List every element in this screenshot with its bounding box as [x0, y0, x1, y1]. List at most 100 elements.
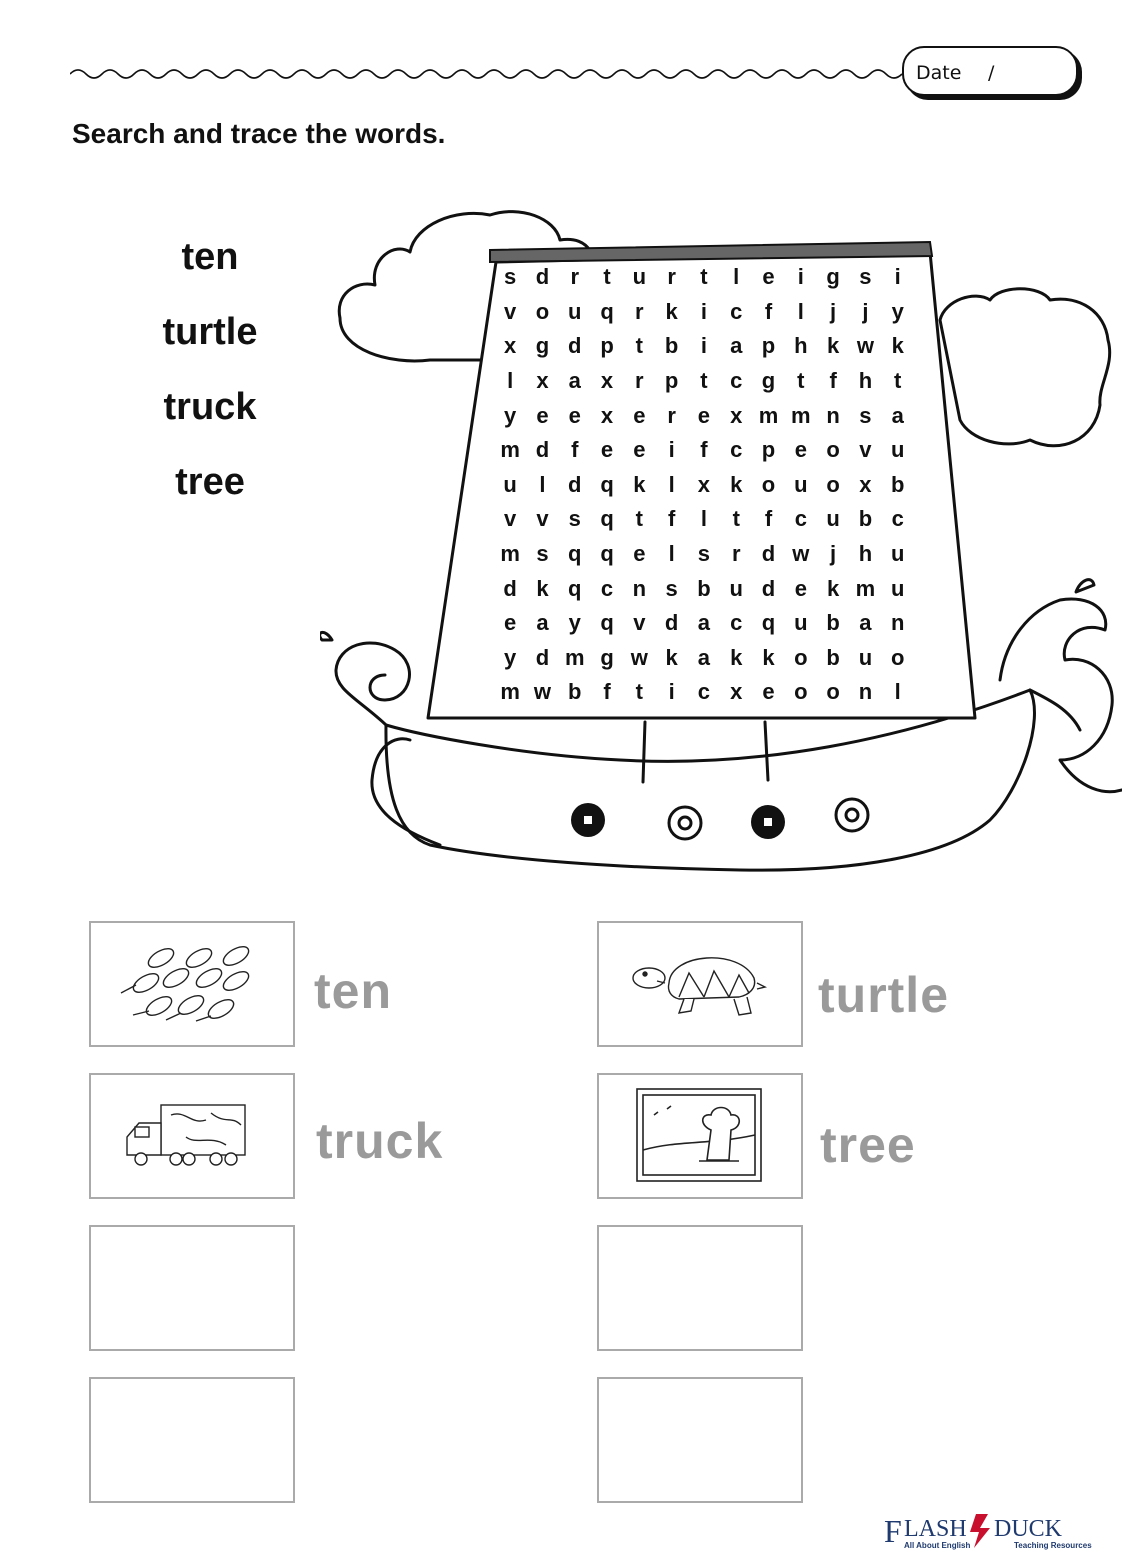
grid-letter[interactable]: m [500, 437, 520, 463]
grid-letter[interactable]: e [504, 610, 517, 636]
grid-letter[interactable]: d [535, 264, 550, 290]
grid-letter[interactable]: f [764, 298, 773, 324]
grid-letter[interactable]: e [633, 541, 646, 567]
grid-letter[interactable]: g [535, 333, 550, 359]
grid-letter[interactable]: k [730, 644, 743, 670]
grid-letter[interactable]: r [731, 541, 741, 567]
grid-letter[interactable]: u [632, 264, 647, 290]
grid-letter[interactable]: t [797, 368, 805, 394]
grid-letter[interactable]: x [600, 402, 614, 428]
grid-letter[interactable]: s [859, 264, 872, 290]
grid-letter[interactable]: e [633, 437, 646, 463]
grid-letter[interactable]: d [568, 333, 582, 359]
grid-letter[interactable]: h [858, 541, 873, 567]
grid-letter[interactable]: v [504, 298, 517, 324]
grid-letter[interactable]: i [797, 264, 804, 290]
grid-letter[interactable]: x [697, 471, 711, 497]
grid-letter[interactable]: k [826, 333, 840, 359]
grid-letter[interactable]: q [761, 610, 776, 636]
grid-letter[interactable]: p [600, 333, 614, 359]
grid-letter[interactable]: n [858, 679, 873, 705]
grid-letter[interactable]: c [600, 575, 614, 601]
grid-letter[interactable]: x [730, 679, 743, 705]
grid-letter[interactable]: o [826, 471, 840, 497]
grid-letter[interactable]: v [633, 610, 646, 636]
grid-letter[interactable]: c [697, 679, 711, 705]
grid-letter[interactable]: e [633, 402, 646, 428]
grid-letter[interactable]: j [830, 298, 837, 324]
grid-letter[interactable]: e [762, 264, 775, 290]
grid-letter[interactable]: q [568, 541, 582, 567]
grid-letter[interactable]: f [764, 506, 773, 532]
grid-letter[interactable]: b [826, 610, 840, 636]
grid-letter[interactable]: f [571, 437, 579, 463]
grid-letter[interactable]: m [500, 541, 520, 567]
grid-letter[interactable]: g [600, 644, 614, 670]
grid-letter[interactable]: i [700, 298, 707, 324]
grid-letter[interactable]: u [568, 298, 582, 324]
grid-letter[interactable]: m [564, 644, 585, 670]
grid-letter[interactable]: o [794, 644, 808, 670]
grid-letter[interactable]: s [859, 402, 872, 428]
grid-letter[interactable]: l [700, 506, 707, 532]
grid-letter[interactable]: m [791, 402, 811, 428]
grid-letter[interactable]: f [700, 437, 708, 463]
grid-letter[interactable]: l [539, 471, 546, 497]
grid-letter[interactable]: d [568, 471, 582, 497]
grid-letter[interactable]: s [665, 575, 678, 601]
grid-letter[interactable]: t [635, 333, 643, 359]
grid-letter[interactable]: a [730, 333, 743, 359]
grid-letter[interactable]: e [600, 437, 614, 463]
grid-letter[interactable]: u [890, 575, 905, 601]
grid-letter[interactable]: k [536, 575, 549, 601]
grid-letter[interactable]: c [730, 298, 743, 324]
grid-letter[interactable]: i [668, 679, 675, 705]
grid-letter[interactable]: u [858, 644, 873, 670]
grid-letter[interactable]: h [794, 333, 808, 359]
grid-letter[interactable]: p [761, 333, 776, 359]
grid-letter[interactable]: t [635, 506, 643, 532]
grid-letter[interactable]: d [535, 644, 550, 670]
grid-letter[interactable]: d [664, 610, 679, 636]
grid-letter[interactable]: f [667, 506, 676, 532]
grid-letter[interactable]: c [730, 368, 743, 394]
grid-letter[interactable]: r [667, 402, 676, 428]
grid-letter[interactable]: v [536, 506, 549, 532]
grid-letter[interactable]: f [829, 368, 837, 394]
grid-letter[interactable]: o [761, 471, 776, 497]
grid-letter[interactable]: r [635, 368, 644, 394]
grid-letter[interactable]: q [600, 541, 614, 567]
grid-letter[interactable]: m [855, 575, 876, 601]
grid-letter[interactable]: y [504, 402, 517, 428]
grid-letter[interactable]: x [730, 402, 743, 428]
grid-letter[interactable]: c [891, 506, 904, 532]
grid-letter[interactable]: t [894, 368, 902, 394]
grid-letter[interactable]: l [668, 541, 675, 567]
grid-letter[interactable]: d [761, 575, 776, 601]
grid-letter[interactable]: t [635, 679, 643, 705]
grid-letter[interactable]: y [568, 610, 581, 636]
grid-letter[interactable]: u [890, 437, 905, 463]
grid-letter[interactable]: b [858, 506, 873, 532]
grid-letter[interactable]: q [568, 575, 582, 601]
grid-letter[interactable]: e [568, 402, 581, 428]
grid-letter[interactable]: i [894, 264, 901, 290]
grid-letter[interactable]: t [603, 264, 611, 290]
grid-letter[interactable]: q [600, 610, 614, 636]
grid-letter[interactable]: g [826, 264, 840, 290]
grid-letter[interactable]: i [668, 437, 675, 463]
grid-letter[interactable]: t [700, 368, 708, 394]
grid-letter[interactable]: a [568, 368, 581, 394]
grid-letter[interactable]: b [826, 644, 840, 670]
grid-letter[interactable]: k [730, 471, 743, 497]
grid-letter[interactable]: r [635, 298, 644, 324]
grid-letter[interactable]: u [794, 610, 808, 636]
grid-letter[interactable]: k [665, 298, 678, 324]
grid-letter[interactable]: v [859, 437, 872, 463]
grid-letter[interactable]: l [733, 264, 740, 290]
grid-letter[interactable]: k [665, 644, 678, 670]
grid-letter[interactable]: n [890, 610, 905, 636]
grid-letter[interactable]: i [700, 333, 707, 359]
grid-letter[interactable]: e [762, 679, 775, 705]
grid-letter[interactable]: a [859, 610, 872, 636]
